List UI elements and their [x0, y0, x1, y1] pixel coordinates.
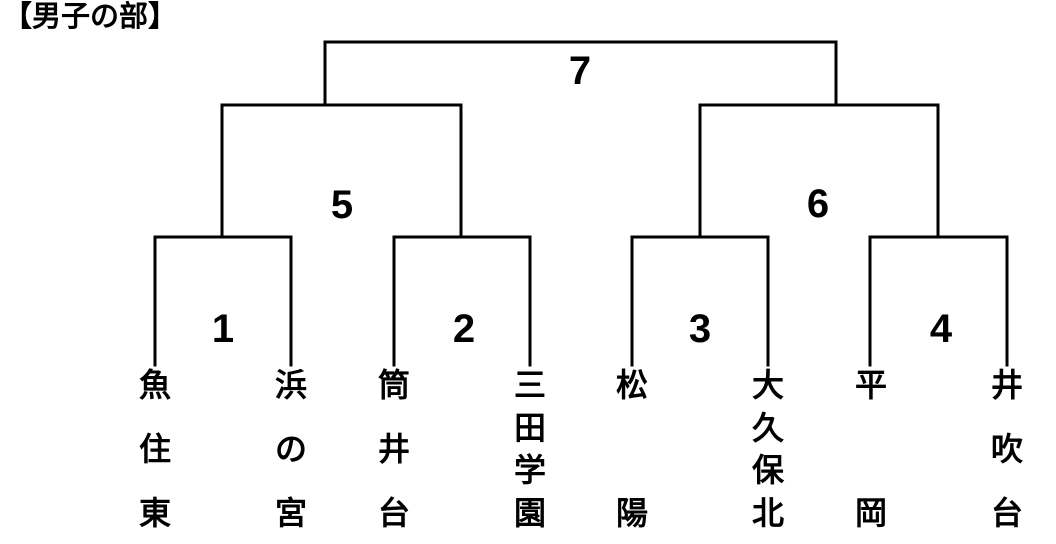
- team-name-char: 園: [513, 494, 546, 531]
- team-name-char: 田: [513, 409, 546, 446]
- page-title: 【男子の部】: [3, 1, 178, 33]
- team-name-char: 住: [138, 431, 171, 467]
- team-name-char: 岡: [854, 495, 887, 531]
- team-name-char: 浜: [274, 367, 307, 403]
- team-column-7: 平岡: [853, 369, 889, 529]
- team-name-char: 三: [513, 367, 546, 403]
- team-name-char: 井: [377, 431, 410, 467]
- team-name-char: 宮: [274, 495, 307, 531]
- team-column-6: 大久保北: [750, 369, 786, 529]
- team-name-char: 井: [990, 367, 1023, 403]
- team-column-1: 魚住東: [137, 369, 173, 529]
- team-name-char: 魚: [138, 367, 171, 403]
- team-name-char: 大: [751, 367, 784, 403]
- match-4-label: 4: [929, 307, 953, 351]
- team-column-4: 三田学園: [512, 369, 548, 529]
- team-name-char: 学: [513, 452, 546, 489]
- match-2-label: 2: [452, 307, 476, 351]
- team-column-3: 筒井台: [376, 369, 412, 529]
- match-5-label: 5: [330, 183, 354, 227]
- team-name-char: 陽: [615, 495, 648, 531]
- team-name-char: 東: [138, 495, 171, 531]
- match-1-label: 1: [211, 307, 235, 351]
- team-name-char: 松: [615, 367, 648, 403]
- match-6-connector: [698, 103, 940, 239]
- match-5-connector: [220, 103, 463, 239]
- team-column-5: 松陽: [614, 369, 650, 529]
- team-name-char: 久: [751, 409, 784, 446]
- team-name-char: 北: [751, 494, 784, 531]
- team-name-char: 筒: [377, 367, 410, 403]
- team-name-char: 保: [751, 452, 784, 489]
- team-column-8: 井吹台: [989, 369, 1025, 529]
- match-3-label: 3: [688, 307, 712, 351]
- team-column-2: 浜の宮: [273, 369, 309, 529]
- team-name-char: 台: [377, 495, 410, 531]
- team-name-char: 吹: [990, 431, 1023, 467]
- match-6-label: 6: [806, 182, 830, 226]
- match-7-label: 7: [568, 49, 592, 93]
- match-2-connector: [392, 235, 532, 367]
- team-name-char: の: [274, 431, 307, 467]
- team-name-char: 平: [854, 367, 887, 403]
- match-3-connector: [630, 235, 770, 367]
- match-4-connector: [868, 235, 1009, 367]
- match-7-connector: [323, 40, 838, 107]
- match-1-connector: [153, 235, 293, 367]
- team-name-char: 台: [990, 495, 1023, 531]
